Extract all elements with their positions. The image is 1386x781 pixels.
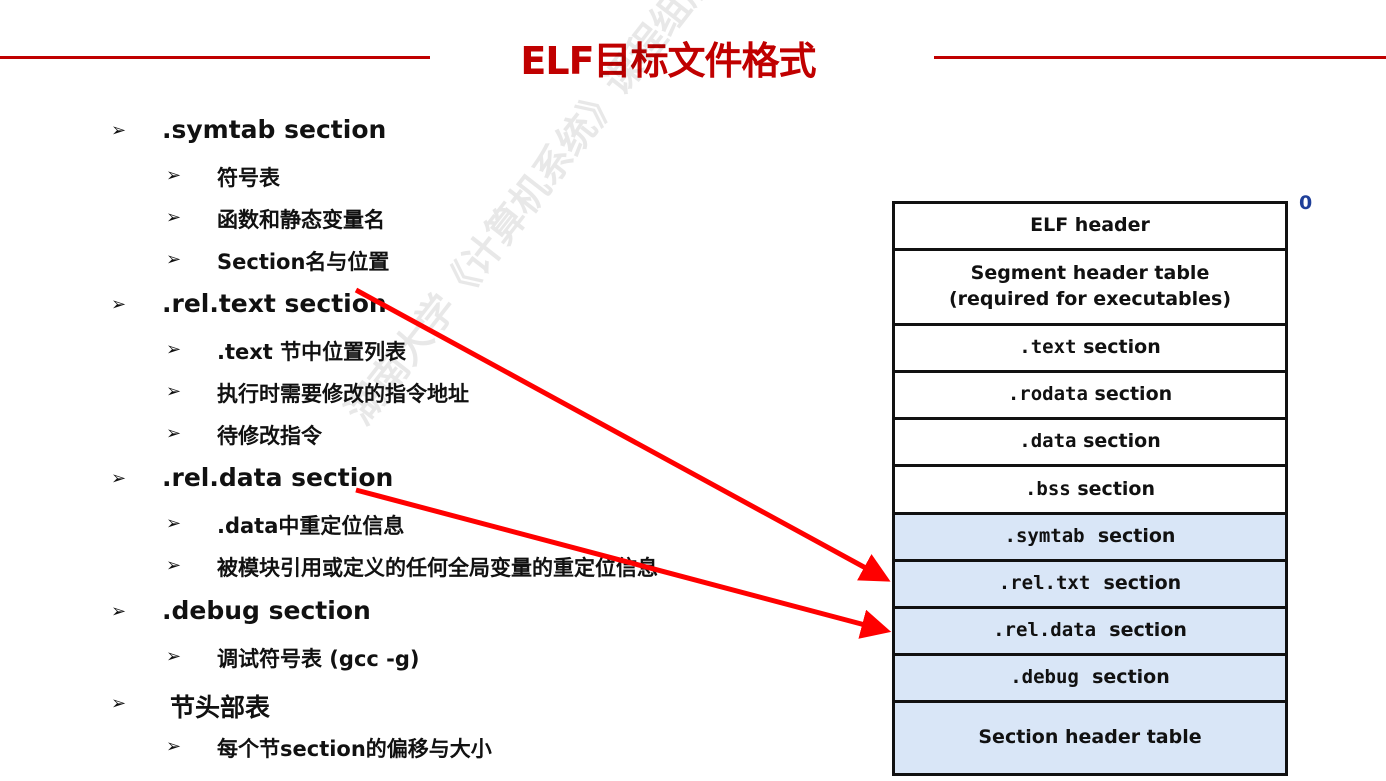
bullet-item: .debug section bbox=[162, 596, 371, 625]
elf-row: .rel.txt section bbox=[892, 559, 1288, 609]
row-label: ELF header bbox=[1030, 214, 1150, 237]
section-name: .text bbox=[1019, 336, 1077, 359]
slide-title: ELF目标文件格式 bbox=[520, 39, 816, 83]
title-rule-right bbox=[934, 56, 1386, 59]
row-label: Section header table bbox=[978, 726, 1202, 749]
sub-bullet-arrow-icon: ➢ bbox=[166, 555, 182, 576]
sub-bullet-arrow-icon: ➢ bbox=[166, 736, 182, 757]
sub-bullet-item: Section名与位置 bbox=[217, 250, 390, 274]
bullet-item: .symtab section bbox=[162, 115, 387, 144]
section-name: .rel.txt bbox=[998, 572, 1091, 595]
title-rule-left bbox=[0, 56, 430, 59]
sub-bullet-item: 待修改指令 bbox=[217, 424, 322, 448]
section-suffix: section bbox=[1070, 477, 1155, 500]
elf-row: .debug section bbox=[892, 653, 1288, 703]
section-name: .bss bbox=[1024, 477, 1071, 500]
sub-bullet-arrow-icon: ➢ bbox=[166, 646, 182, 667]
section-suffix: section bbox=[1090, 572, 1182, 595]
elf-row: Segment header table (required for execut… bbox=[892, 248, 1288, 326]
section-suffix: section bbox=[1096, 619, 1187, 642]
row-label: Segment header table bbox=[970, 262, 1210, 285]
section-name: .rodata bbox=[1007, 383, 1088, 406]
section-name: .data bbox=[1019, 430, 1077, 453]
sub-bullet-item: 符号表 bbox=[217, 166, 280, 190]
section-suffix: section bbox=[1076, 336, 1161, 359]
section-suffix: section bbox=[1076, 430, 1161, 453]
sub-bullet-item: 调试符号表 (gcc -g) bbox=[217, 647, 420, 671]
section-name: .debug bbox=[1010, 666, 1079, 689]
sub-bullet-arrow-icon: ➢ bbox=[166, 339, 182, 360]
row-label-line2: (required for executables) bbox=[948, 288, 1232, 310]
bullet-arrow-icon: ➢ bbox=[111, 468, 127, 489]
bullet-arrow-icon: ➢ bbox=[111, 693, 127, 714]
sub-bullet-arrow-icon: ➢ bbox=[166, 513, 182, 534]
section-name: .symtab bbox=[1004, 525, 1085, 548]
elf-row: Section header table bbox=[892, 700, 1288, 776]
sub-bullet-arrow-icon: ➢ bbox=[166, 381, 182, 402]
section-suffix: section bbox=[1078, 666, 1170, 689]
sub-bullet-item: .data中重定位信息 bbox=[217, 514, 405, 538]
sub-bullet-item: 执行时需要修改的指令地址 bbox=[217, 382, 469, 406]
arrow-rel-data bbox=[355, 487, 892, 639]
sub-bullet-item: 函数和静态变量名 bbox=[217, 208, 385, 232]
section-suffix: section bbox=[1084, 525, 1176, 548]
bullet-arrow-icon: ➢ bbox=[111, 601, 127, 622]
bullet-arrow-icon: ➢ bbox=[111, 120, 127, 141]
sub-bullet-arrow-icon: ➢ bbox=[166, 165, 182, 186]
offset-zero-label: 0 bbox=[1299, 192, 1313, 214]
elf-row: .rel.data section bbox=[892, 606, 1288, 656]
section-suffix: section bbox=[1087, 383, 1173, 406]
sub-bullet-arrow-icon: ➢ bbox=[166, 423, 182, 444]
bullet-arrow-icon: ➢ bbox=[111, 294, 127, 315]
section-name: .rel.data bbox=[993, 619, 1097, 642]
sub-bullet-item: 被模块引用或定义的任何全局变量的重定位信息 bbox=[217, 556, 658, 580]
sub-bullet-arrow-icon: ➢ bbox=[166, 249, 182, 270]
sub-bullet-arrow-icon: ➢ bbox=[166, 207, 182, 228]
arrow-rel-text bbox=[354, 287, 891, 582]
sub-bullet-item: .text 节中位置列表 bbox=[217, 340, 407, 364]
bullet-item: 节头部表 bbox=[170, 693, 271, 722]
sub-bullet-item: 每个节section的偏移与大小 bbox=[217, 737, 492, 761]
bullet-item: .rel.data section bbox=[162, 463, 394, 492]
bullet-item: .rel.text section bbox=[162, 289, 387, 318]
